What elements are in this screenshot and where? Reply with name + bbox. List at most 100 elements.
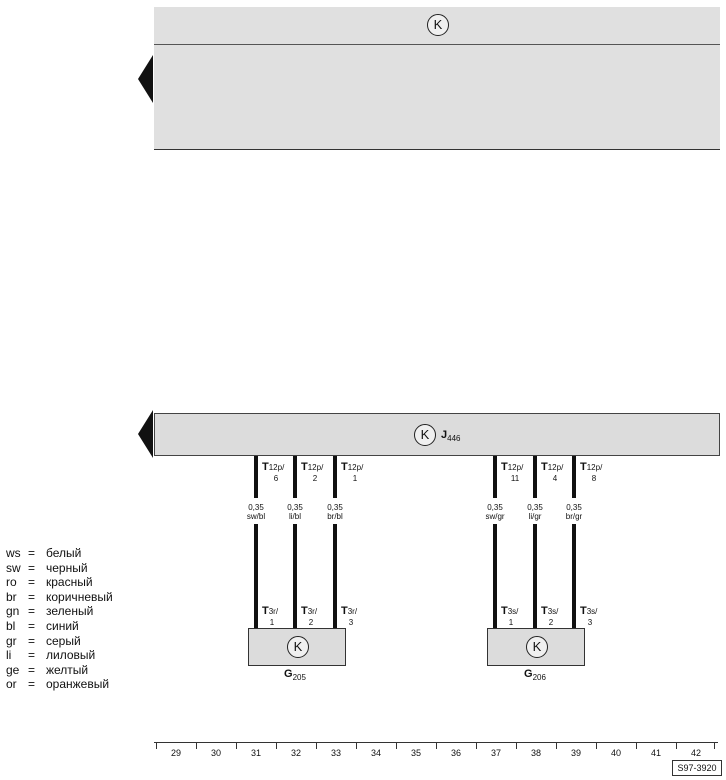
legend-text: серый xyxy=(46,633,81,648)
wire xyxy=(572,524,576,628)
wire xyxy=(493,456,497,498)
wire xyxy=(533,456,537,498)
legend-equals: = xyxy=(28,633,36,648)
sensor-pin-number: 2 xyxy=(548,618,554,627)
column-number: 39 xyxy=(570,748,581,758)
legend-code: sw xyxy=(6,560,21,575)
sensor-pin-label: T3s/ xyxy=(541,605,559,617)
legend-text: синий xyxy=(46,618,79,633)
sensor-g206-name: G xyxy=(524,668,533,680)
sensor-g205-label: G205 xyxy=(284,668,306,682)
legend-equals: = xyxy=(28,589,36,604)
column-tick xyxy=(516,742,517,749)
control-unit-j446: K J446 xyxy=(154,413,720,456)
top-component-block: K xyxy=(154,7,720,150)
column-tick xyxy=(436,742,437,749)
legend-equals: = xyxy=(28,546,36,560)
legend-text: зеленый xyxy=(46,604,94,619)
connector-pin-label: T12p/ xyxy=(341,461,364,473)
wire xyxy=(333,456,337,498)
legend-code: bl xyxy=(6,618,16,633)
column-number: 34 xyxy=(370,748,381,758)
wire xyxy=(533,524,537,628)
k-diagnostic-icon-g205: K xyxy=(287,636,309,658)
wire xyxy=(333,524,337,628)
column-tick xyxy=(476,742,477,749)
column-tick xyxy=(676,742,677,749)
legend-equals: = xyxy=(28,662,36,677)
wire xyxy=(254,456,258,498)
column-number: 33 xyxy=(330,748,341,758)
sensor-pin-label: T3r/ xyxy=(301,605,318,617)
wire xyxy=(493,524,497,628)
column-number: 41 xyxy=(650,748,661,758)
legend-row: gn = зеленый xyxy=(6,604,113,619)
legend-code: gr xyxy=(6,633,17,648)
legend-code: ge xyxy=(6,662,20,677)
connector-pin-number: 6 xyxy=(273,474,279,483)
column-tick xyxy=(714,742,715,749)
control-unit-name: J xyxy=(441,429,448,441)
legend-equals: = xyxy=(28,604,36,619)
connector-pin-number: 2 xyxy=(312,474,318,483)
column-number: 42 xyxy=(690,748,701,758)
legend-equals: = xyxy=(28,677,36,692)
connector-pin-number: 1 xyxy=(352,474,358,483)
legend-row: li=лиловый xyxy=(6,648,113,663)
connector-pin-label: T12p/ xyxy=(580,461,603,473)
sensor-pin-label: T3r/ xyxy=(262,605,279,617)
sensor-pin-number: 1 xyxy=(269,618,275,627)
connector-pin-label: T12p/ xyxy=(501,461,524,473)
legend-row: gr = серый xyxy=(6,634,113,649)
control-unit-label: J446 xyxy=(441,429,460,443)
sensor-g206: K xyxy=(487,628,585,666)
column-number: 36 xyxy=(450,748,461,758)
sensor-g205-name: G xyxy=(284,668,293,680)
connector-pin-number: 11 xyxy=(510,474,520,483)
legend-equals: = xyxy=(28,560,36,575)
legend-code: gn xyxy=(6,604,20,619)
column-number: 40 xyxy=(610,748,621,758)
legend-text: лиловый xyxy=(46,648,96,663)
legend-row: ge = желтый xyxy=(6,663,113,678)
legend-text: белый xyxy=(46,546,82,560)
connector-pin-number: 8 xyxy=(591,474,597,483)
legend-row: ws=белый xyxy=(6,546,113,561)
sensor-pin-label: T3s/ xyxy=(501,605,519,617)
connector-pin-label: T12p/ xyxy=(262,461,285,473)
connector-pin-label: T12p/ xyxy=(301,461,324,473)
column-tick xyxy=(636,742,637,749)
legend-text: черный xyxy=(46,560,88,575)
diagram-code: S97-3920 xyxy=(672,760,722,776)
legend-text: желтый xyxy=(46,662,89,677)
legend-row: br = коричневый xyxy=(6,590,113,605)
legend-text: коричневый xyxy=(46,589,113,604)
wire xyxy=(572,456,576,498)
column-number: 35 xyxy=(410,748,421,758)
legend-text: красный xyxy=(46,575,93,590)
column-number: 32 xyxy=(290,748,301,758)
legend-text: оранжевый xyxy=(46,677,110,692)
column-tick xyxy=(156,742,157,749)
sensor-pin-number: 3 xyxy=(587,618,593,627)
connector-pin-number: 4 xyxy=(552,474,558,483)
wire xyxy=(254,524,258,628)
column-number: 38 xyxy=(530,748,541,758)
wire xyxy=(293,524,297,628)
continuation-arrow-j446 xyxy=(138,410,153,458)
legend-code: br xyxy=(6,589,17,604)
column-tick xyxy=(276,742,277,749)
sensor-g205: K xyxy=(248,628,346,666)
sensor-pin-number: 1 xyxy=(508,618,514,627)
k-diagnostic-icon-top: K xyxy=(427,14,449,36)
legend-row: or=оранжевый xyxy=(6,677,113,692)
column-number: 31 xyxy=(250,748,261,758)
sensor-pin-number: 3 xyxy=(348,618,354,627)
continuation-arrow-top xyxy=(138,55,153,103)
